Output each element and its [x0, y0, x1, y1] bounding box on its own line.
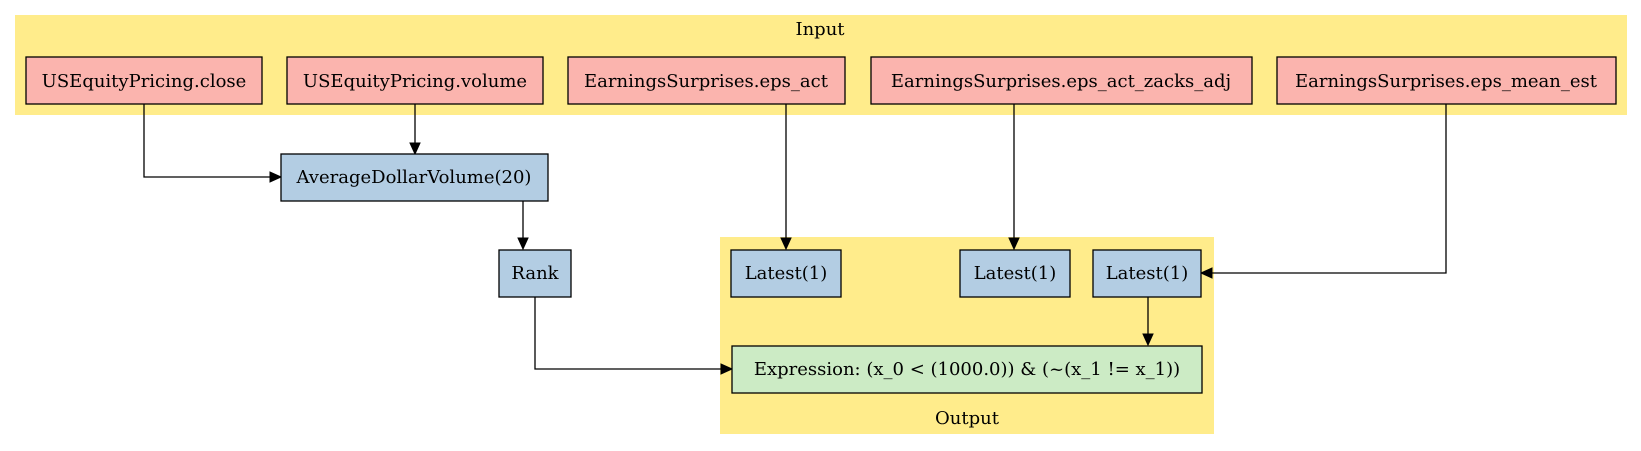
node-label: EarningsSurprises.eps_act_zacks_adj: [891, 71, 1231, 92]
node-label: EarningsSurprises.eps_mean_est: [1295, 71, 1598, 92]
output-cluster-label: Output: [935, 408, 1000, 429]
node-label: EarningsSurprises.eps_act: [584, 71, 829, 92]
node-label: USEquityPricing.volume: [303, 71, 527, 92]
node-label: Rank: [511, 263, 559, 284]
node-latest-eps-mean-est[interactable]: Latest(1): [1092, 249, 1202, 298]
input-cluster-label: Input: [795, 19, 845, 40]
edge-arrowhead: [409, 142, 421, 156]
node-average-dollar-volume[interactable]: AverageDollarVolume(20): [280, 153, 549, 202]
edge-arrowhead: [517, 237, 529, 251]
edge-arrowhead: [269, 171, 283, 183]
edge-arrowhead: [1199, 267, 1213, 279]
node-label: AverageDollarVolume(20): [296, 167, 532, 188]
node-label: Expression: (x_0 < (1000.0)) & (~(x_1 !=…: [754, 359, 1180, 380]
node-usequitypricing-close[interactable]: USEquityPricing.close: [25, 56, 263, 105]
node-usequitypricing-volume[interactable]: USEquityPricing.volume: [286, 56, 544, 105]
edges: [143, 104, 1447, 375]
edge-arrowhead: [780, 237, 792, 251]
node-label: USEquityPricing.close: [42, 71, 247, 92]
edge-rank-to-expression: [534, 297, 721, 370]
node-expression[interactable]: Expression: (x_0 < (1000.0)) & (~(x_1 !=…: [731, 345, 1203, 394]
node-label: Latest(1): [1106, 263, 1189, 284]
node-earningssurprises-eps-act-zacks-adj[interactable]: EarningsSurprises.eps_act_zacks_adj: [870, 56, 1253, 105]
node-label: Latest(1): [745, 263, 828, 284]
edge-arrowhead: [1142, 333, 1154, 347]
node-earningssurprises-eps-act[interactable]: EarningsSurprises.eps_act: [567, 56, 846, 105]
edge-arrowhead: [1008, 237, 1020, 251]
node-rank[interactable]: Rank: [498, 249, 572, 298]
edge-close-to-avg-dollar-volume: [143, 104, 270, 178]
node-earningssurprises-eps-mean-est[interactable]: EarningsSurprises.eps_mean_est: [1276, 56, 1617, 105]
node-latest-eps-act[interactable]: Latest(1): [730, 249, 842, 298]
node-latest-eps-act-zacks-adj[interactable]: Latest(1): [959, 249, 1071, 298]
edge-arrowhead: [720, 363, 734, 375]
node-label: Latest(1): [974, 263, 1057, 284]
edge-eps-mean-est-to-latest: [1212, 104, 1447, 274]
